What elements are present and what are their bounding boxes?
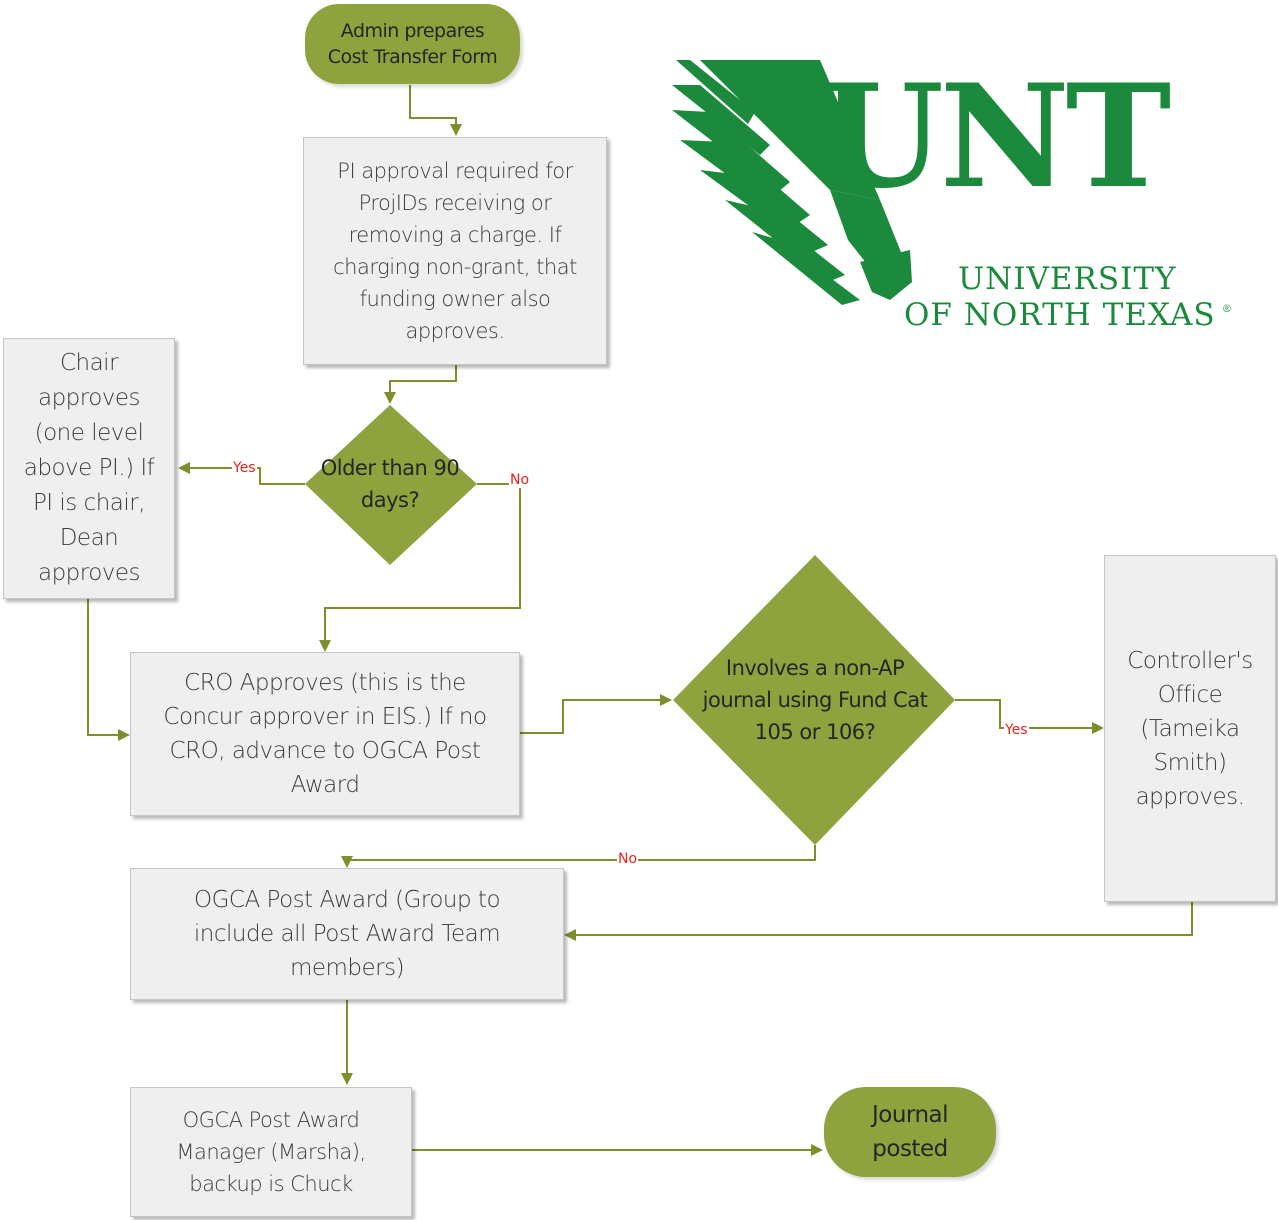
ogca-manager-label: OGCA Post Award Manager (Marsha), backup…: [176, 1108, 366, 1196]
controller-approval-label: Controller's Office (Tameika Smith) appr…: [1127, 647, 1253, 810]
ogca-post-award-label: OGCA Post Award (Group to include all Po…: [193, 887, 501, 981]
ogca-manager-box: OGCA Post Award Manager (Marsha), backup…: [130, 1087, 412, 1217]
chair-approval-box: Chair approves (one level above PI.) If …: [3, 338, 175, 599]
start-node: Admin prepares Cost Transfer Form: [305, 4, 520, 84]
end-node-label: Journal posted: [871, 1102, 949, 1162]
logo-line-north-texas: OF NORTH TEXAS: [904, 297, 1216, 333]
controller-approval-box: Controller's Office (Tameika Smith) appr…: [1104, 555, 1276, 902]
cro-approval-label: CRO Approves (this is the Concur approve…: [163, 670, 487, 798]
older-no-label: No: [509, 472, 531, 488]
logo-wordmark: UNT: [820, 54, 1171, 220]
connector-fund-yes-to-controller: [955, 699, 1104, 734]
fund-yes-label: Yes: [1004, 722, 1029, 738]
end-node: Journal posted: [824, 1087, 996, 1177]
fund-no-label: No: [617, 851, 639, 867]
logo-line-university: UNIVERSITY: [958, 261, 1177, 297]
pi-approval-box: PI approval required for ProjIDs receivi…: [303, 137, 607, 365]
fund-decision-label: Involves a non-AP journal using Fund Cat…: [702, 656, 928, 744]
connector-cro-to-fund: [520, 694, 672, 734]
pi-approval-label: PI approval required for ProjIDs receivi…: [333, 159, 577, 343]
older-decision-label: Older than 90 days?: [320, 456, 460, 512]
chair-approval-label: Chair approves (one level above PI.) If …: [23, 350, 155, 586]
connector-chair-to-cro: [87, 598, 130, 741]
older-decision-diamond: [305, 405, 477, 565]
ogca-post-award-box: OGCA Post Award (Group to include all Po…: [130, 868, 564, 1000]
fund-decision-diamond: [673, 555, 955, 845]
logo-registered-mark: ®: [1222, 304, 1233, 315]
start-node-label: Admin prepares Cost Transfer Form: [327, 20, 498, 68]
connector-controller-to-ogca: [564, 902, 1193, 941]
connector-pi-to-older: [384, 365, 457, 404]
eagle-logo-icon: [672, 60, 912, 305]
connector-older-yes-to-chair: [178, 462, 305, 485]
cro-approval-box: CRO Approves (this is the Concur approve…: [130, 652, 520, 816]
connector-start-to-pi: [409, 85, 462, 136]
older-yes-label: Yes: [232, 460, 257, 476]
connector-older-no-to-cro: [319, 483, 521, 652]
connector-fund-no-to-ogca: [341, 845, 816, 868]
